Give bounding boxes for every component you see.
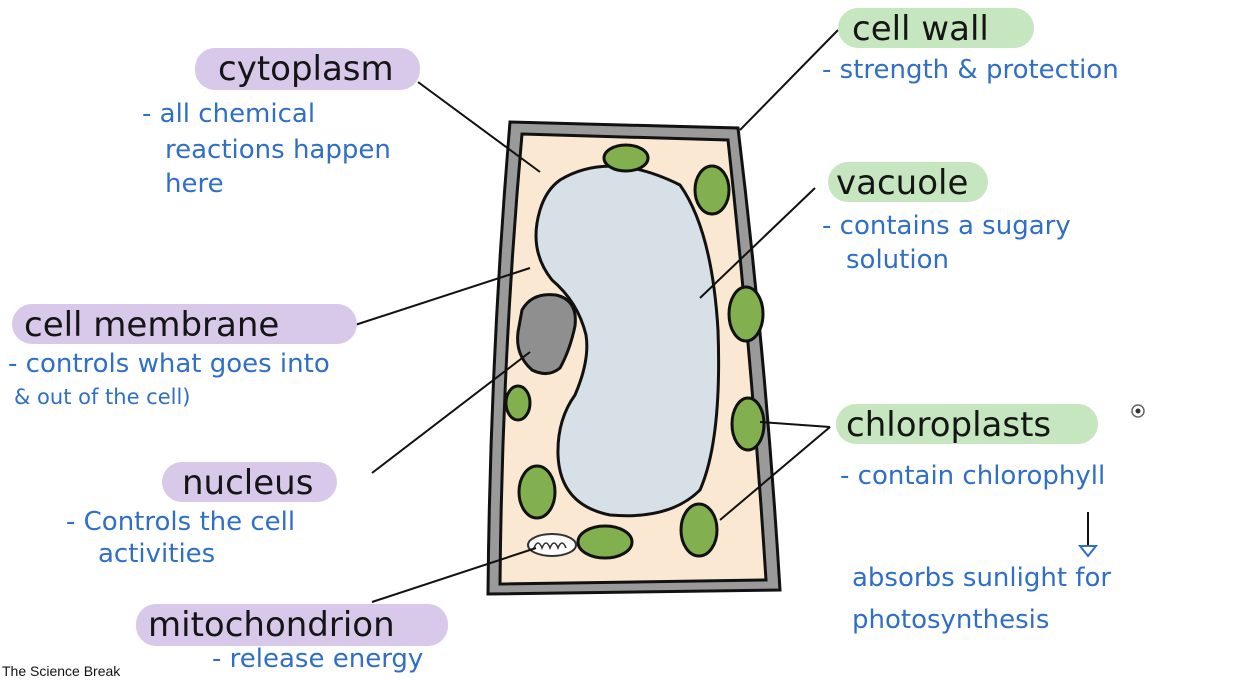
chloroplasts-desc-line1: - contain chlorophyll — [840, 461, 1105, 491]
chloroplast — [604, 145, 648, 171]
chloroplast — [578, 526, 632, 558]
chloroplast — [681, 504, 717, 556]
cell-wall-desc-line1: - strength & protection — [822, 55, 1119, 85]
vacuole-desc-line2: solution — [846, 245, 949, 275]
chlorophyll-arrowhead — [1080, 546, 1096, 556]
mitochondrion-desc-line1: - release energy — [212, 644, 423, 674]
chloroplast — [506, 386, 530, 420]
chloroplast — [732, 398, 764, 450]
cell-membrane-title: cell membrane — [24, 305, 279, 345]
credit-text: The Science Break — [2, 663, 121, 679]
mitochondrion-title: mitochondrion — [148, 605, 395, 645]
cytoplasm-desc-line1: - all chemical — [142, 99, 315, 129]
cell-membrane-desc-line2: & out of the cell) — [14, 385, 191, 409]
cell-wall-title: cell wall — [852, 9, 989, 49]
cytoplasm-desc-line3: here — [165, 169, 224, 199]
chloroplasts-desc-line2: absorbs sunlight for — [852, 563, 1111, 593]
nucleus-desc-line1: - Controls the cell — [66, 507, 295, 537]
cursor-indicator — [1132, 405, 1144, 417]
chloroplasts-desc-line3: photosynthesis — [852, 605, 1049, 635]
cell-membrane-desc-line1: - controls what goes into — [8, 349, 330, 379]
plant-cell — [488, 122, 780, 594]
nucleus-desc-line2: activities — [98, 539, 215, 569]
cytoplasm-title: cytoplasm — [218, 49, 394, 89]
vacuole-title: vacuole — [836, 163, 968, 203]
cytoplasm-desc-line2: reactions happen — [165, 135, 391, 165]
vacuole-desc-line1: - contains a sugary — [822, 211, 1071, 241]
chloroplasts-title: chloroplasts — [846, 405, 1051, 445]
chloroplast — [695, 166, 729, 214]
mitochondrion — [528, 534, 576, 556]
chloroplast — [729, 287, 763, 341]
chloroplast — [519, 466, 555, 518]
nucleus-title: nucleus — [182, 463, 313, 503]
